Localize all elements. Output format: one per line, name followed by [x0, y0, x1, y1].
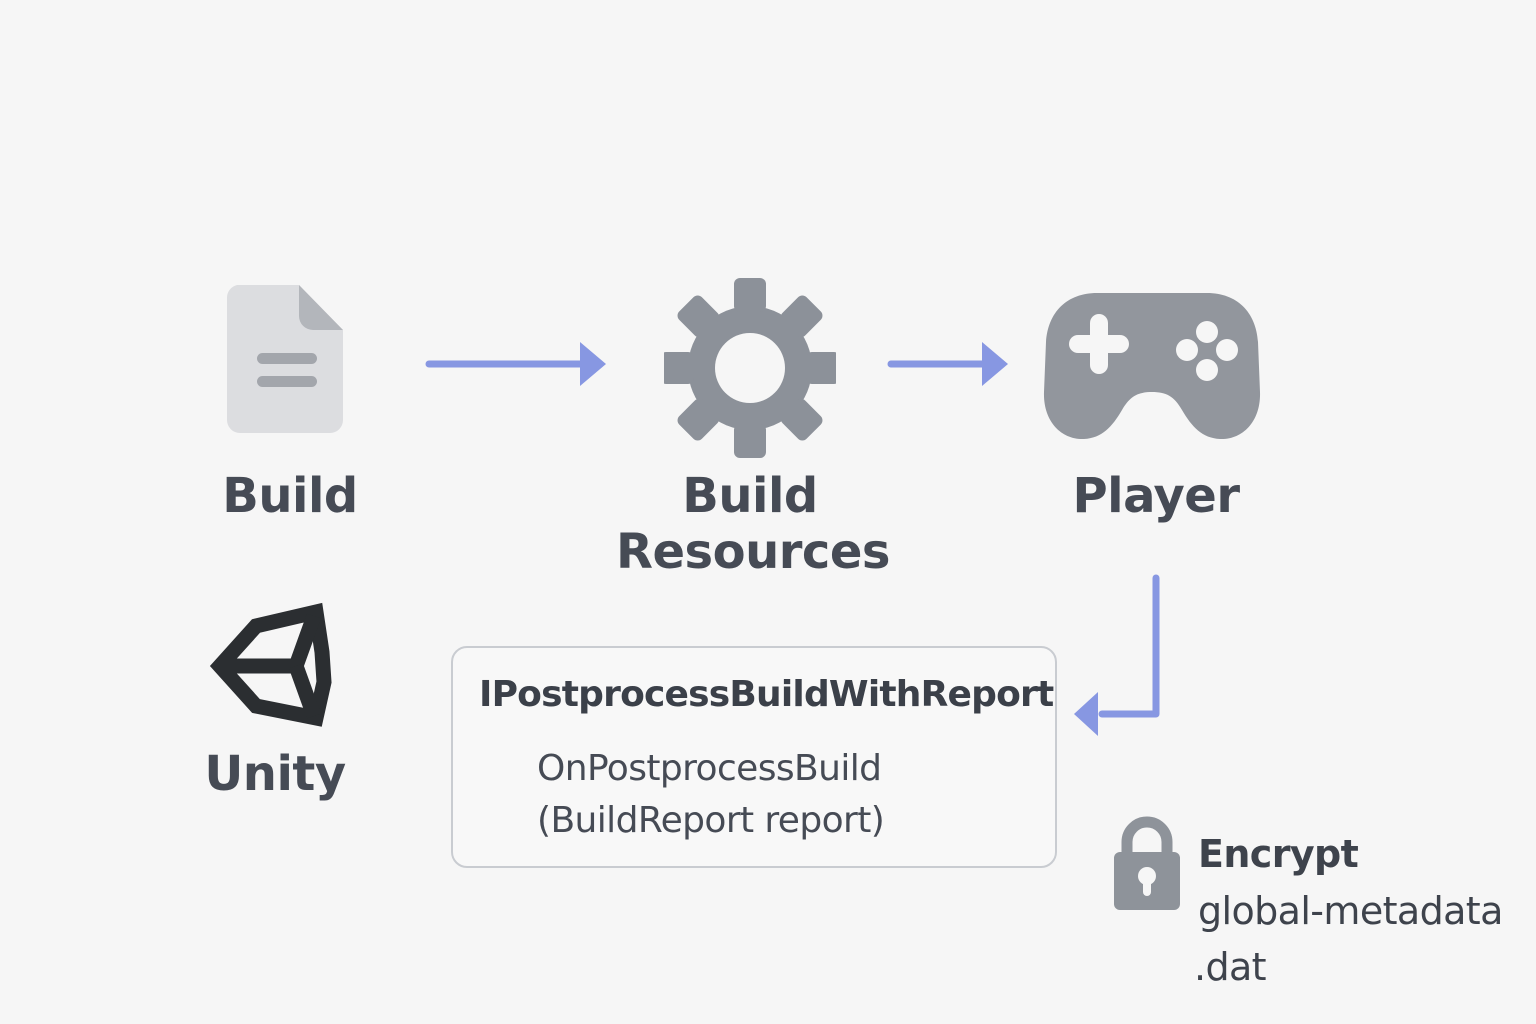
encrypt-extension: .dat: [1194, 945, 1267, 989]
player-label: Player: [1072, 468, 1240, 524]
document-icon: [225, 284, 345, 434]
method-parameters: (BuildReport report): [537, 800, 885, 841]
callback-box: IPostprocessBuildWithReport OnPostproces…: [451, 646, 1057, 868]
gamepad-icon: [1042, 292, 1262, 442]
gear-icon: [664, 278, 836, 458]
encrypt-filename: global-metadata: [1198, 889, 1503, 933]
method-name: OnPostprocessBuild: [537, 748, 882, 789]
arrow-build-to-resources: [424, 340, 614, 388]
build-resources-label-line2: Resources: [616, 524, 890, 580]
arrow-resources-to-player: [886, 340, 1016, 388]
unity-logo-icon: [208, 602, 332, 728]
encrypt-label: Encrypt: [1198, 832, 1359, 876]
arrow-player-to-callback: [1070, 570, 1170, 740]
interface-name: IPostprocessBuildWithReport: [479, 674, 1054, 715]
build-label: Build: [222, 468, 358, 524]
lock-icon: [1112, 816, 1182, 912]
build-resources-label-line1: Build: [682, 468, 818, 524]
unity-label: Unity: [204, 746, 346, 802]
